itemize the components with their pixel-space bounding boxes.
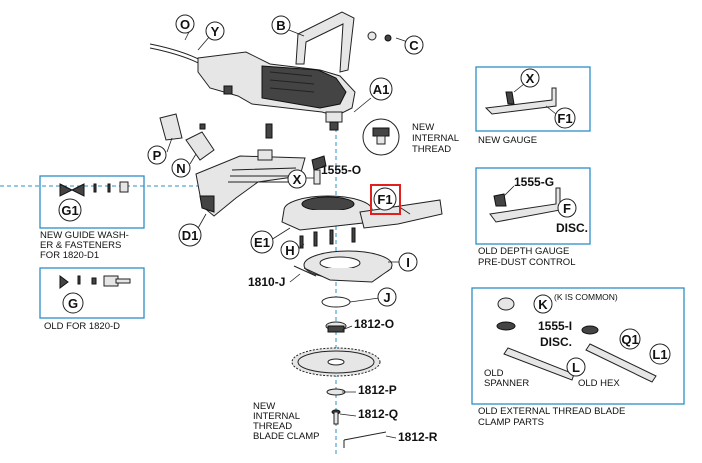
part-number-1812-o: 1812-O [354,317,394,331]
disc-label-f: DISC. [556,221,588,235]
disc-label-i: DISC. [540,335,572,349]
spindle-detail-inset [362,118,400,156]
part-number-1555-o: 1555-O [321,163,361,177]
new-internal-thread-caption: NEW INTERNAL THREAD [412,122,459,155]
grinder-motor-body [197,51,356,131]
panel-old-external-thread: K (K IS COMMON) 1555-I DISC. Q1 L L1 OLD… [471,287,685,428]
svg-text:Y: Y [211,24,220,39]
callout-j: J [377,287,397,307]
callout-e1: E1 [250,230,274,254]
svg-text:I: I [406,255,410,270]
callout-h: H [280,240,300,260]
svg-text:N: N [176,161,185,176]
svg-text:P: P [153,148,162,163]
svg-text:X: X [293,172,302,187]
clamp-screw-part [331,409,341,425]
svg-text:A1: A1 [373,82,390,97]
new-gauge-label: NEW GAUGE [478,135,537,146]
svg-text:C: C [409,38,419,53]
new-guide-washer-label-2: ER & FASTENERS [40,240,121,251]
old-external-thread-label-1: OLD EXTERNAL THREAD BLADE [478,406,625,417]
svg-text:F: F [563,201,571,216]
svg-text:J: J [383,290,390,305]
callout-i: I [398,252,418,272]
svg-text:X: X [526,71,535,86]
bolts-part [299,227,356,249]
washer-part [367,31,392,42]
k-is-common-label: (K IS COMMON) [554,292,618,302]
svg-text:L: L [572,360,580,375]
part-number-1812-q: 1812-Q [358,407,398,421]
svg-text:NEW: NEW [253,401,275,412]
callout-a1: A1 [369,77,393,101]
old-external-thread-label-2: CLAMP PARTS [478,417,544,428]
svg-text:O: O [180,17,190,32]
svg-text:B: B [276,18,285,33]
dust-guard-part [195,149,306,217]
svg-text:L1: L1 [652,347,667,362]
key-part [293,265,317,277]
svg-text:Q1: Q1 [621,332,638,347]
part-number-1812-p: 1812-P [358,383,397,397]
svg-text:BLADE CLAMP: BLADE CLAMP [253,431,320,442]
svg-text:G: G [68,296,78,311]
old-depth-gauge-label: OLD DEPTH GAUGE [478,246,569,257]
pre-dust-control-label: PRE-DUST CONTROL [478,257,575,268]
svg-text:E1: E1 [254,235,270,250]
saw-blade-part [291,347,381,377]
side-handle-part [295,11,355,73]
callout-f1-highlighted: F1 [370,184,401,215]
svg-text:F1: F1 [377,192,392,207]
svg-text:K: K [538,297,548,312]
callout-c: C [404,35,424,55]
callout-o: O [175,14,195,34]
old-spanner-label-2: SPANNER [484,378,529,389]
part-number-1810-j: 1810-J [248,275,285,289]
svg-text:INTERNAL: INTERNAL [253,411,300,422]
flange-part [325,321,347,333]
hex-key-part [343,431,387,448]
panel-new-gauge: X F1 NEW GAUGE [475,66,591,146]
callout-d1: D1 [178,223,202,247]
body-screw-part [223,85,233,95]
brush-holder-part [159,113,215,161]
svg-text:G1: G1 [61,203,78,218]
blade-clamp-caption: NEW INTERNAL THREAD BLADE CLAMP [253,401,320,442]
top-screw-part [265,123,273,139]
callout-y: Y [205,21,225,41]
ring-part [321,296,351,308]
part-number-1555-g: 1555-G [514,175,554,189]
new-guide-washer-label-3: FOR 1820-D1 [40,250,99,261]
panel-new-guide-washer: G1 NEW GUIDE WASH- ER & FASTENERS FOR 18… [39,175,145,261]
guard-shroud-part [281,195,373,231]
callout-n: N [171,158,191,178]
svg-text:F1: F1 [557,111,572,126]
svg-text:D1: D1 [182,228,199,243]
part-number-1555-i: 1555-I [538,319,572,333]
old-for-1820d-label: OLD FOR 1820-D [44,321,120,332]
svg-text:INTERNAL: INTERNAL [412,133,459,144]
panel-old-depth-gauge: 1555-G F DISC. OLD DEPTH GAUGE PRE-DUST … [475,167,591,268]
old-spanner-label-1: OLD [484,368,504,379]
brush-screw-part [199,123,206,130]
old-hex-label: OLD HEX [578,378,620,389]
callout-x: X [287,169,307,189]
svg-text:H: H [285,243,294,258]
callout-p: P [147,145,167,165]
wheel-guard-part [303,250,393,283]
callout-b: B [271,15,291,35]
x-knob-part [311,155,327,185]
part-number-1812-r: 1812-R [398,430,438,444]
panel-old-for-1820d: G OLD FOR 1820-D [39,267,145,332]
new-guide-washer-label-1: NEW GUIDE WASH- [40,230,129,241]
svg-text:NEW: NEW [412,122,434,133]
svg-text:THREAD: THREAD [412,144,451,155]
svg-text:THREAD: THREAD [253,421,292,432]
